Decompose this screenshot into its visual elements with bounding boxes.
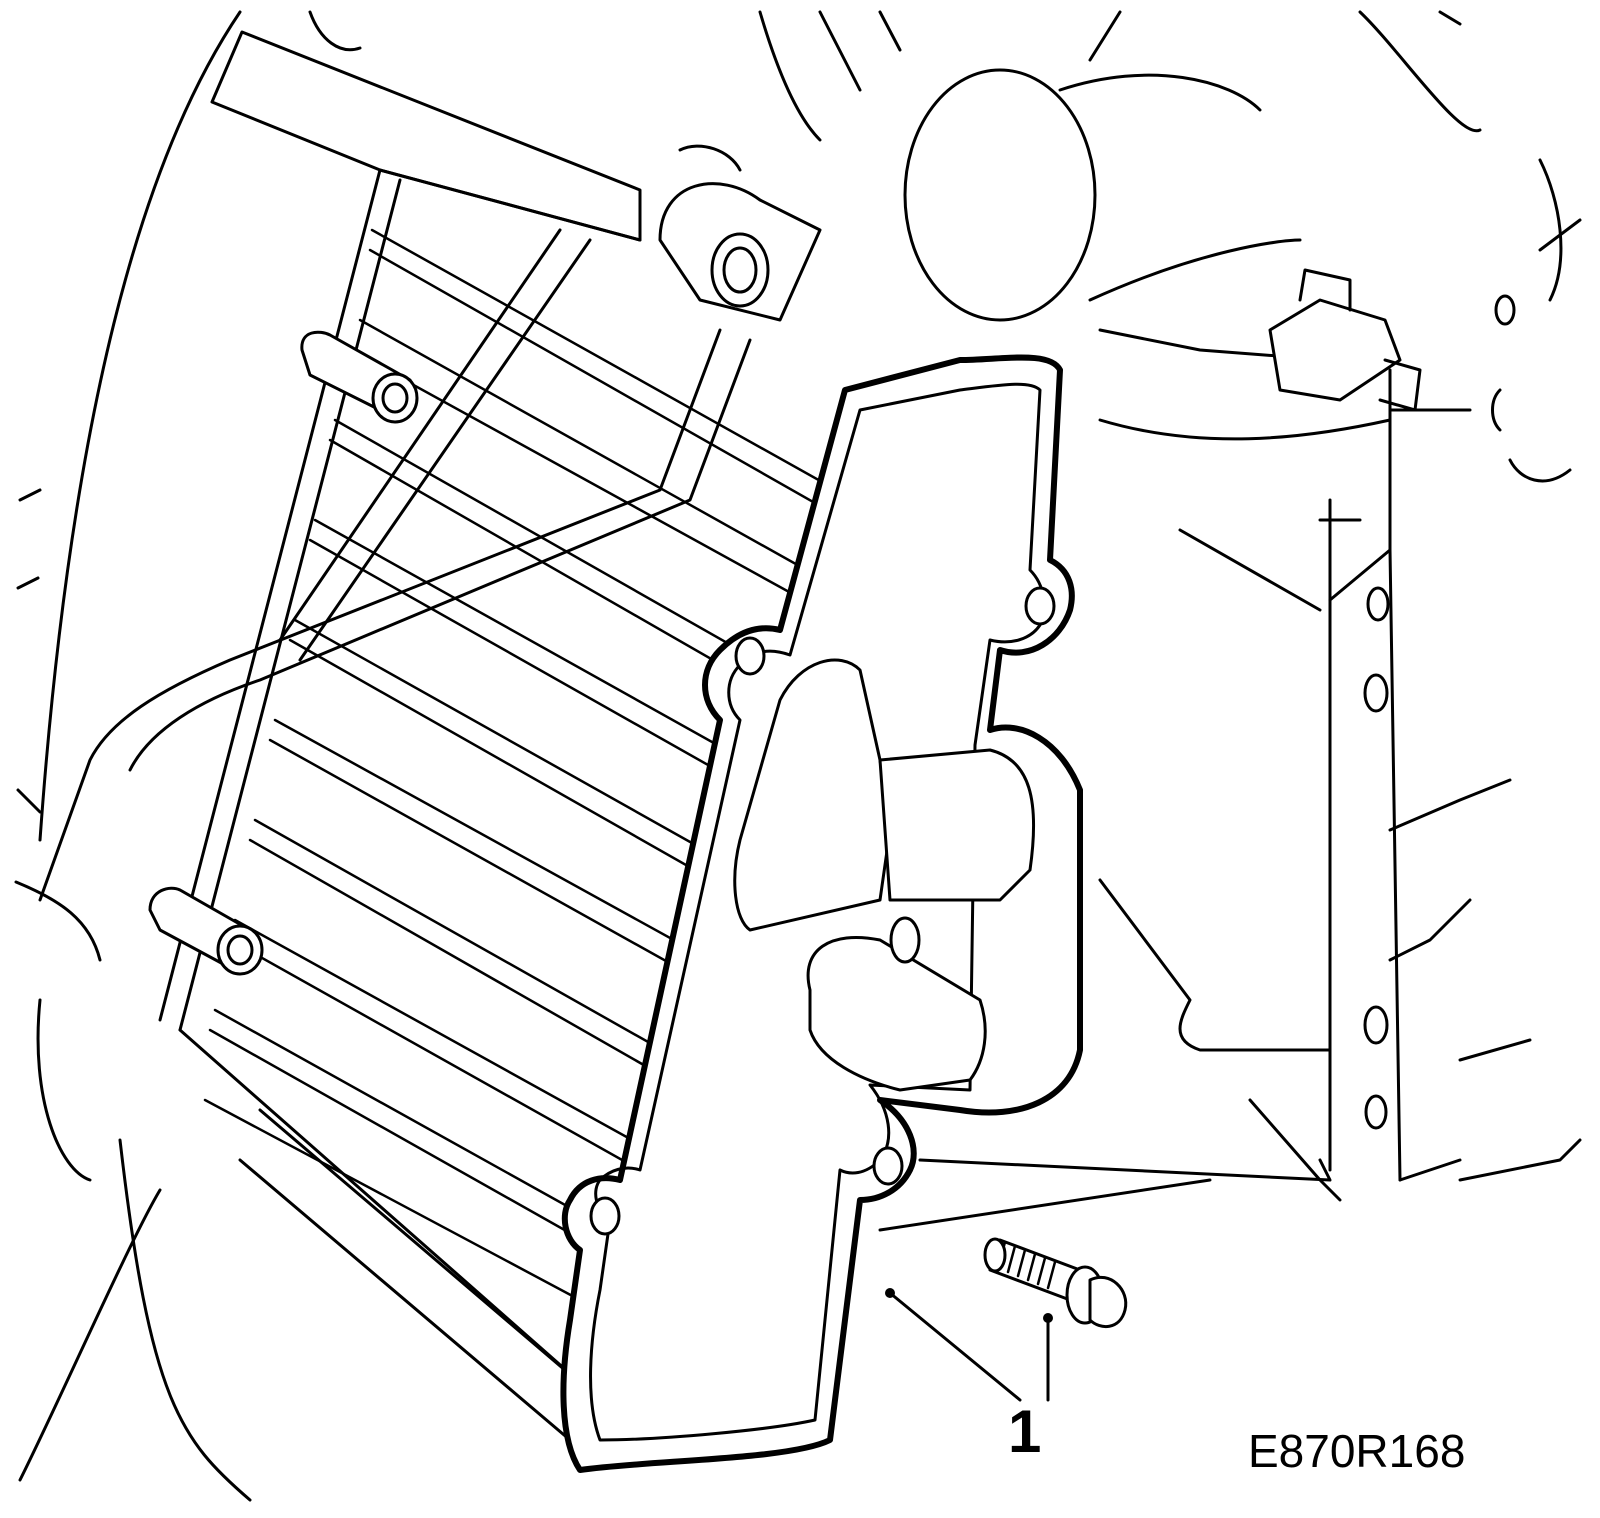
upper-bracket xyxy=(210,10,902,322)
side-panel xyxy=(878,294,1516,1232)
electrical-connector xyxy=(1268,268,1422,412)
callout-leaders xyxy=(885,1288,1053,1402)
leader-line-gasket xyxy=(888,1291,1022,1402)
gasket-cover xyxy=(560,354,1083,1473)
coolant-hose xyxy=(903,68,1392,441)
figure-code: E870R168 xyxy=(1248,1425,1466,1477)
mounting-pegs xyxy=(148,330,419,976)
callout-label-1: 1 xyxy=(1008,1398,1042,1465)
flange-bolt xyxy=(983,1237,1128,1329)
frame-rail xyxy=(38,228,752,902)
engine-bay-outline xyxy=(14,10,1582,1502)
